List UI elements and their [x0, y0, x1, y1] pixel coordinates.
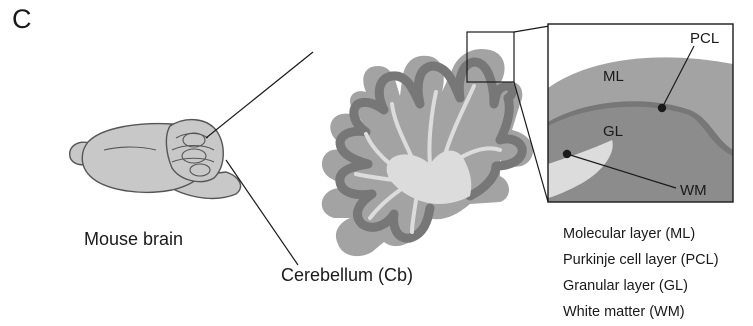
- pcl-marker-dot: [658, 104, 665, 111]
- legend-item-purkinje: Purkinje cell layer (PCL): [563, 247, 719, 273]
- cerebellum-small: [166, 120, 223, 182]
- legend-item-granular: Granular layer (GL): [563, 273, 719, 299]
- wm-marker-dot: [563, 150, 570, 157]
- inset-panel: ML GL PCL WM: [548, 24, 733, 202]
- layer-legend: Molecular layer (ML) Purkinje cell layer…: [563, 221, 719, 325]
- inset-label-gl: GL: [603, 123, 623, 140]
- legend-item-white-matter: White matter (WM): [563, 299, 719, 325]
- mouse-brain-caption: Mouse brain: [84, 229, 183, 250]
- inset-label-wm: WM: [680, 182, 707, 199]
- legend-item-molecular: Molecular layer (ML): [563, 221, 719, 247]
- cerebellum-section: [322, 49, 533, 256]
- inset-label-ml: ML: [603, 68, 624, 85]
- cerebellum-caption: Cerebellum (Cb): [281, 265, 413, 286]
- inset-label-pcl: PCL: [690, 30, 719, 47]
